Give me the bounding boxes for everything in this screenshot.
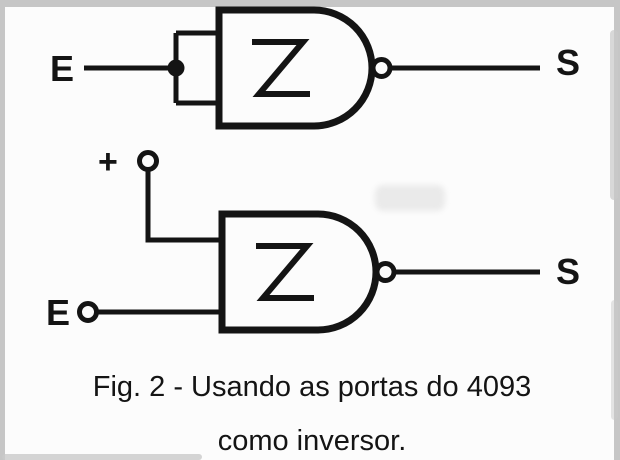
schmitt-symbol-icon xyxy=(256,243,314,301)
wire-supply xyxy=(145,170,222,243)
label-output-s-bottom: S xyxy=(556,251,580,292)
scan-artifact xyxy=(375,185,445,211)
inversion-bubble xyxy=(374,261,397,283)
label-supply-plus: + xyxy=(98,143,118,181)
label-input-e-top: E xyxy=(50,48,74,89)
top-inverter-circuit: E S xyxy=(50,6,580,130)
label-input-e-bottom: E xyxy=(46,292,70,333)
bottom-inverter-circuit: + E S xyxy=(46,143,580,334)
caption-line-2: como inversor. xyxy=(218,425,407,457)
figure-caption: Fig. 2 - Usando as portas do 4093 como i… xyxy=(93,371,531,457)
schmitt-symbol-icon xyxy=(252,39,310,97)
scan-artifact xyxy=(610,30,618,200)
scan-artifact xyxy=(2,454,202,460)
junction-dot xyxy=(167,59,185,77)
caption-line-1: Fig. 2 - Usando as portas do 4093 xyxy=(93,371,531,403)
inversion-bubble xyxy=(370,57,393,79)
terminal-circle-input xyxy=(77,301,99,323)
nand-gate-top xyxy=(215,6,376,130)
terminal-circle-supply xyxy=(137,150,159,172)
label-output-s-top: S xyxy=(556,42,580,83)
scan-artifact xyxy=(611,300,618,420)
nand-gate-bottom xyxy=(218,210,380,334)
